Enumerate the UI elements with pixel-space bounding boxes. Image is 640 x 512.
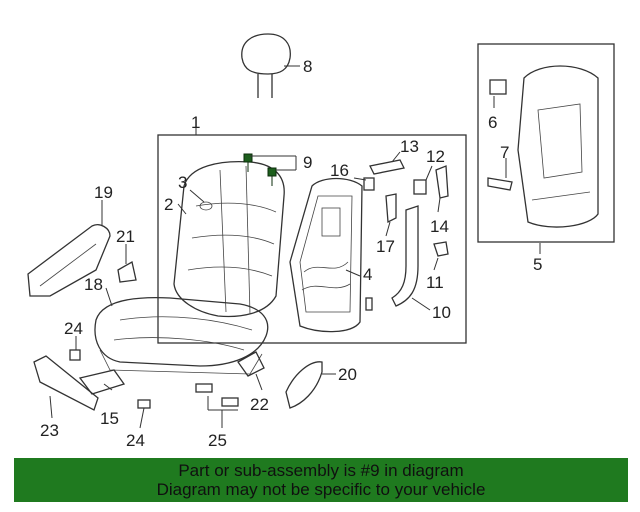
cover-15[interactable] bbox=[78, 369, 126, 395]
callout-9: 9 bbox=[303, 153, 312, 172]
callout-4: 4 bbox=[363, 265, 372, 284]
callout-7: 7 bbox=[500, 143, 509, 162]
callout-19: 19 bbox=[94, 183, 113, 202]
callout-14: 14 bbox=[430, 217, 449, 236]
headrest[interactable] bbox=[241, 33, 291, 98]
callout-11: 11 bbox=[426, 273, 444, 292]
banner-line-1: Part or sub-assembly is #9 in diagram bbox=[178, 461, 464, 480]
seat-cushion[interactable] bbox=[94, 296, 269, 375]
callout-20: 20 bbox=[338, 365, 357, 384]
rear-panel[interactable] bbox=[487, 65, 599, 228]
seatback-cover[interactable] bbox=[173, 160, 285, 318]
callout-25: 25 bbox=[208, 431, 227, 450]
bracket-21[interactable] bbox=[117, 260, 137, 283]
callout-5: 5 bbox=[533, 255, 542, 274]
info-banner: Part or sub-assembly is #9 in diagram Di… bbox=[14, 458, 628, 502]
clip-24b[interactable] bbox=[137, 399, 151, 409]
side-shield[interactable] bbox=[27, 224, 111, 297]
clip-25a[interactable] bbox=[195, 383, 213, 393]
callout-3: 3 bbox=[178, 173, 187, 192]
callout-23: 23 bbox=[40, 421, 59, 440]
callout-17: 17 bbox=[376, 237, 395, 256]
clip-25b[interactable] bbox=[221, 397, 239, 407]
callout-labels: 8 1 9 3 2 4 5 6 7 10 11 12 13 14 15 16 1… bbox=[40, 57, 542, 450]
banner-line-2: Diagram may not be specific to your vehi… bbox=[156, 480, 486, 499]
part-9-bolts[interactable] bbox=[243, 153, 277, 186]
leader-lines bbox=[49, 65, 541, 429]
seatback-assembly-box bbox=[157, 134, 467, 344]
seatback-frame[interactable] bbox=[289, 177, 363, 333]
callout-10: 10 bbox=[432, 303, 451, 322]
callout-24-lower: 24 bbox=[126, 431, 145, 450]
callout-16: 16 bbox=[330, 161, 349, 180]
callout-1: 1 bbox=[191, 113, 200, 132]
cover-20[interactable] bbox=[285, 361, 323, 409]
callout-24-upper: 24 bbox=[64, 319, 83, 338]
callout-8: 8 bbox=[303, 57, 312, 76]
callout-6: 6 bbox=[488, 113, 497, 132]
side-cover[interactable] bbox=[33, 355, 99, 411]
callout-2: 2 bbox=[164, 195, 173, 214]
clip-24a[interactable] bbox=[69, 349, 81, 361]
callout-18: 18 bbox=[84, 275, 103, 294]
callout-13: 13 bbox=[400, 137, 419, 156]
callout-12: 12 bbox=[426, 147, 445, 166]
rear-panel-box bbox=[477, 43, 615, 243]
parts-diagram: 8 1 9 3 2 4 5 6 7 10 11 12 13 14 15 16 1… bbox=[27, 33, 615, 450]
bracket-parts[interactable] bbox=[363, 159, 449, 311]
callout-22: 22 bbox=[250, 395, 269, 414]
bracket-22[interactable] bbox=[237, 351, 265, 377]
callout-15: 15 bbox=[100, 409, 119, 428]
callout-21: 21 bbox=[116, 227, 135, 246]
